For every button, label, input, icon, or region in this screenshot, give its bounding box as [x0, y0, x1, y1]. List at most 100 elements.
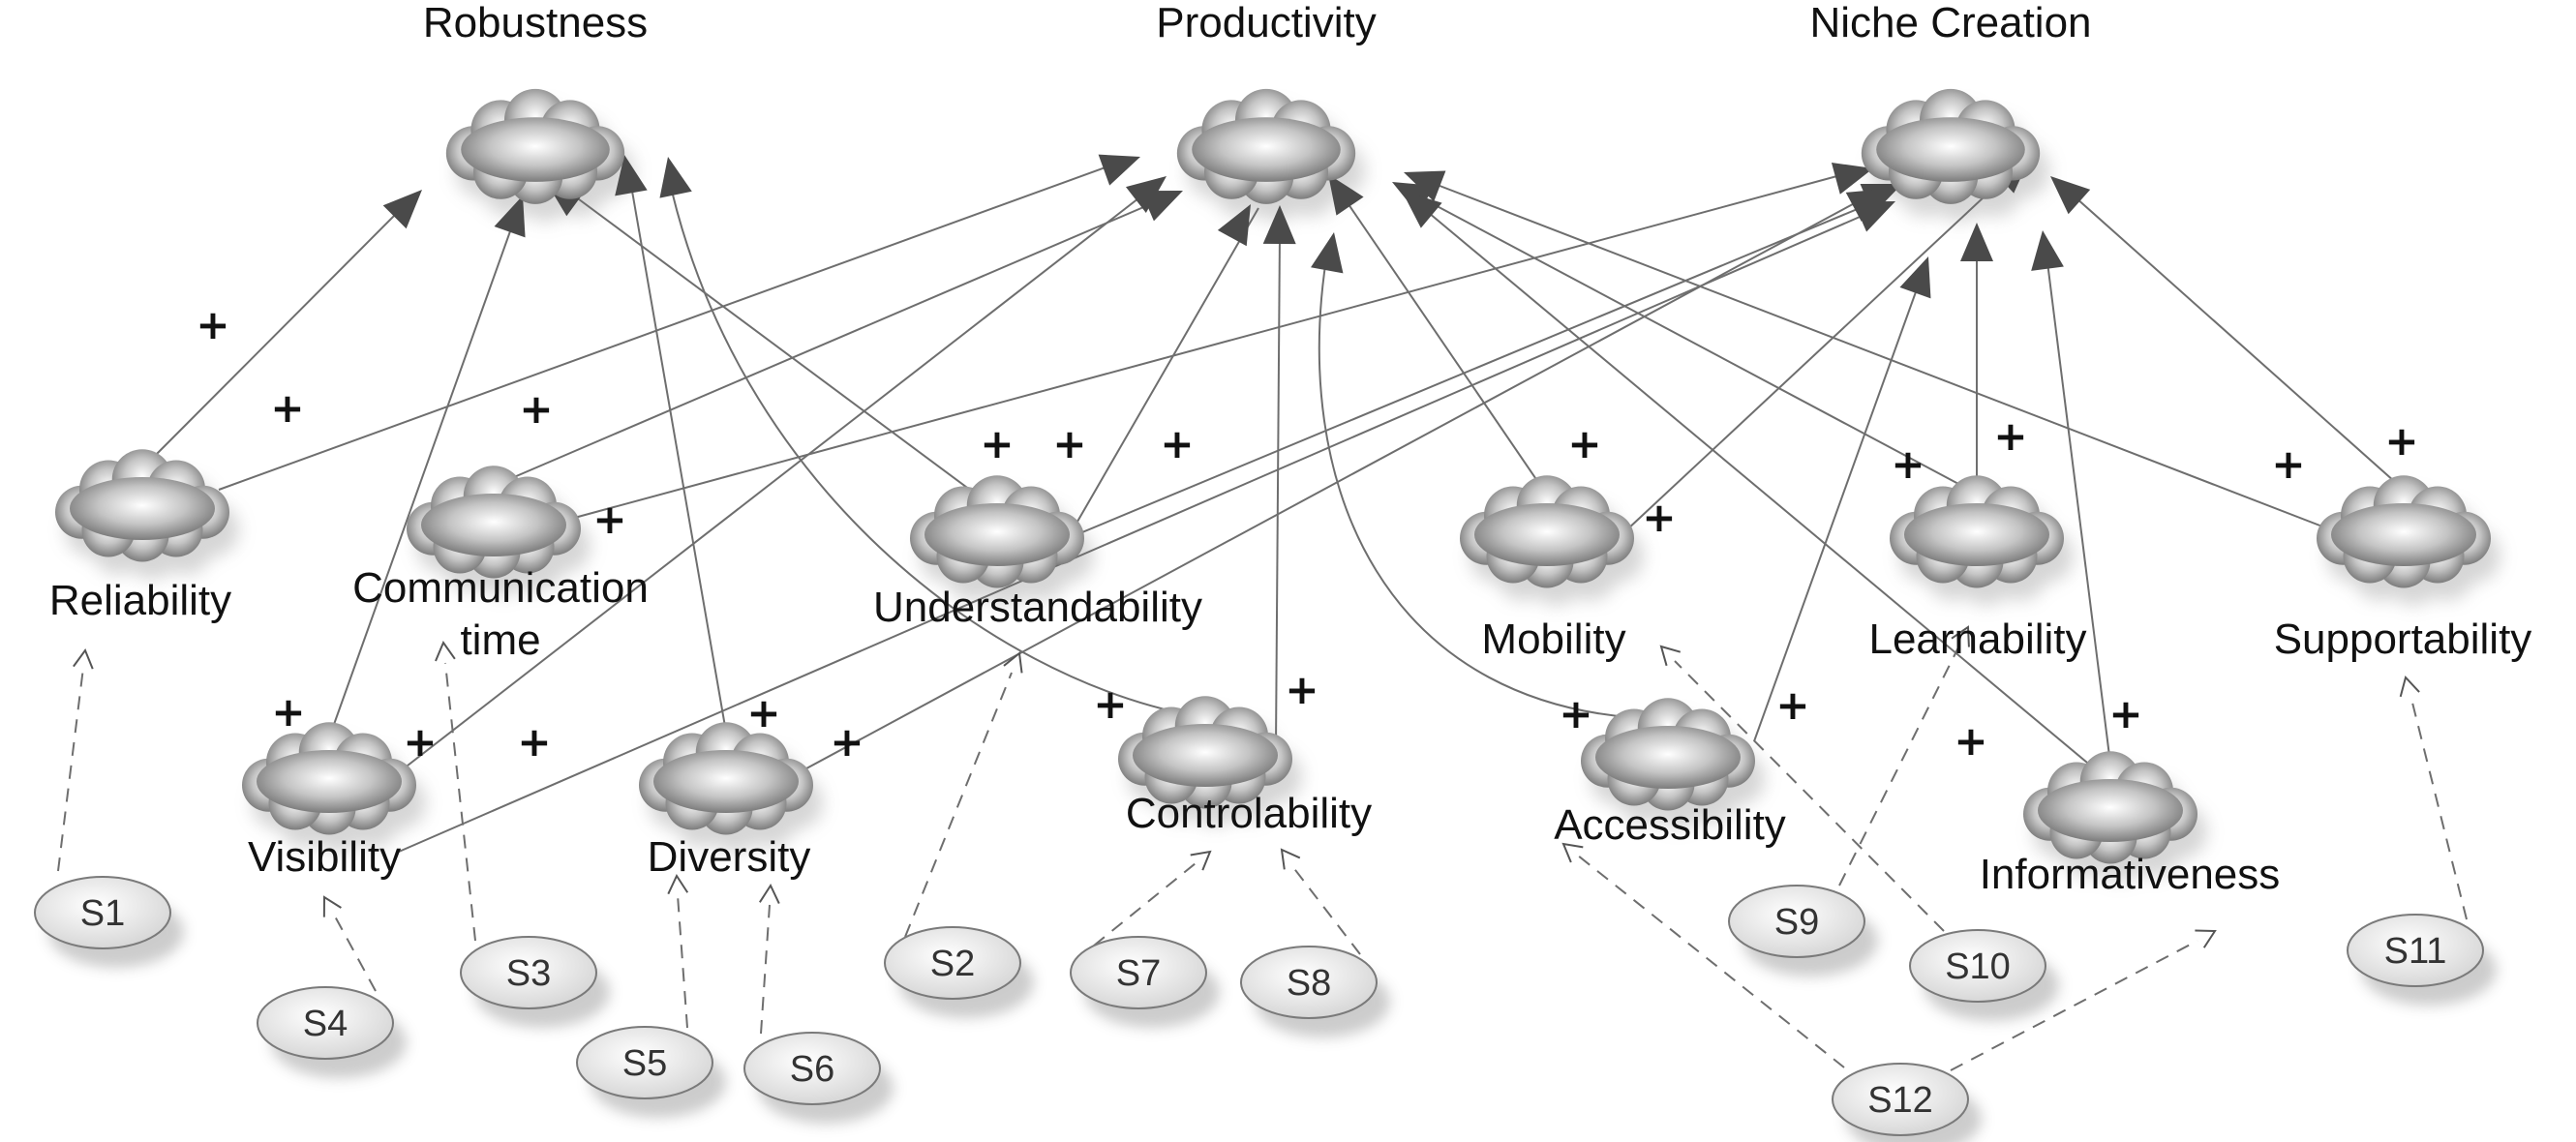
softgoal-label-communication-line1: Communication: [352, 564, 649, 612]
operationalization-link-s8-to-controlability: [1291, 865, 1361, 955]
contribution-label-reliability-to-robustness: +: [196, 301, 229, 348]
operationalization-arrowhead-s6-to-diversity: [759, 883, 780, 905]
contribution-label-understandability-to-robustness: +: [980, 420, 1014, 467]
contribution-arrowhead-reliability-to-productivity: [1098, 154, 1140, 186]
softgoal-label-reliability: Reliability: [49, 577, 231, 624]
contribution-arrowhead-supportability-to-productivity: [1404, 170, 1446, 202]
contribution-label-diversity-to-robustness: +: [746, 689, 780, 736]
contribution-link-understandability-to-productivity: [1070, 207, 1259, 534]
softgoal-label-controlability: Controlability: [1126, 790, 1372, 837]
contribution-label-mobility-to-productivity: +: [1567, 420, 1601, 467]
contribution-label-controlability-to-productivity: +: [1285, 666, 1318, 713]
contribution-link-mobility-to-niche: [1625, 168, 2015, 531]
softgoal-label-mobility: Mobility: [1481, 616, 1625, 663]
contribution-label-supportability-to-productivity: +: [2271, 440, 2305, 488]
contribution-arrowhead-visibility-to-robustness: [494, 195, 526, 238]
contribution-arrowhead-diversity-to-niche: [1845, 189, 1888, 222]
scenario-label-s6: S6: [790, 1049, 834, 1090]
contribution-arrowhead-controlability-to-productivity: [1262, 205, 1296, 245]
operationalization-link-s4-to-visibility: [333, 914, 377, 992]
operationalization-arrowhead-s9-to-learnability: [1951, 625, 1970, 647]
scenario-oval-s9: [1728, 885, 1865, 958]
operationalization-link-s12-to-accessibility: [1577, 855, 1845, 1068]
contribution-link-reliability-to-robustness: [142, 202, 408, 468]
operationalization-arrowhead-s3-to-communication: [435, 640, 456, 662]
nodes-layer: [34, 88, 2491, 1136]
contribution-link-visibility-to-robustness: [326, 217, 516, 744]
contribution-link-understandability-to-robustness: [570, 193, 979, 496]
contribution-link-supportability-to-niche: [2066, 189, 2405, 491]
operationalization-arrowhead-s7-to-controlability: [1190, 850, 1212, 871]
scenario-oval-s5: [576, 1026, 713, 1099]
contribution-arrowhead-visibility-to-productivity: [1125, 176, 1167, 213]
operationalization-link-s12-to-informativeness: [1950, 940, 2198, 1071]
contribution-label-informativeness-to-niche: +: [2108, 690, 2142, 737]
contribution-link-visibility-to-productivity: [398, 191, 1148, 773]
scenario-oval-s3: [460, 936, 597, 1009]
contribution-link-controlability-to-robustness: [667, 173, 1197, 717]
contribution-arrowhead-controlability-to-robustness: [659, 157, 692, 198]
scenario-label-s4: S4: [303, 1004, 348, 1044]
goal-title-robustness: Robustness: [423, 0, 648, 46]
contribution-link-mobility-to-productivity: [1337, 188, 1547, 495]
contribution-arrowhead-informativeness-to-niche: [2031, 230, 2064, 271]
scenario-label-s8: S8: [1287, 963, 1331, 1004]
scenario-label-s5: S5: [622, 1043, 667, 1084]
contribution-label-communication-to-niche: +: [592, 496, 626, 543]
contribution-link-accessibility-to-niche: [1753, 275, 1923, 742]
scenario-oval-s11: [2347, 914, 2484, 987]
softgoal-label-accessibility: Accessibility: [1554, 801, 1786, 849]
scenario-oval-s7: [1070, 936, 1207, 1009]
contribution-arrowhead-communication-to-niche: [1831, 162, 1873, 195]
operationalization-arrowhead-s4-to-visibility: [322, 895, 342, 917]
contribution-label-mobility-to-niche: +: [1642, 494, 1676, 541]
contribution-link-controlability-to-productivity: [1275, 231, 1281, 746]
contribution-label-informativeness-to-productivity: +: [1954, 717, 1987, 765]
scenario-label-s2: S2: [930, 944, 975, 984]
contribution-label-understandability-to-productivity: +: [1052, 420, 1086, 467]
contribution-label-controlability-to-robustness: +: [1093, 680, 1127, 728]
operationalization-arrowhead-s12-to-accessibility: [1561, 842, 1584, 863]
contribution-link-communication-to-productivity: [493, 193, 1176, 487]
scenario-oval-s4: [257, 986, 394, 1060]
scenario-label-s9: S9: [1774, 902, 1819, 943]
contribution-arrowhead-accessibility-to-productivity: [1311, 232, 1344, 274]
contribution-label-reliability-to-productivity: +: [270, 384, 304, 432]
scenario-label-s3: S3: [506, 953, 551, 994]
operationalization-link-s9-to-learnability: [1838, 643, 1961, 887]
contribution-arrowhead-informativeness-to-productivity: [1402, 191, 1442, 228]
contribution-link-informativeness-to-niche: [2045, 246, 2112, 772]
contribution-link-visibility-to-niche: [398, 210, 1874, 853]
links-layer: [57, 154, 2468, 1071]
contribution-label-learnability-to-niche: +: [1993, 412, 2027, 460]
contribution-link-communication-to-niche: [566, 173, 1845, 521]
contribution-link-learnability-to-productivity: [1412, 193, 1978, 495]
scenario-label-s1: S1: [80, 893, 125, 934]
softgoal-label-informativeness: Informativeness: [1980, 851, 2281, 898]
contribution-label-communication-to-productivity: +: [519, 385, 553, 433]
operationalization-arrowhead-s5-to-diversity: [667, 873, 689, 895]
softgoal-label-visibility: Visibility: [248, 833, 401, 881]
contribution-arrowhead-accessibility-to-niche: [1899, 256, 1931, 299]
operationalization-link-s7-to-controlability: [1093, 862, 1197, 947]
operationalization-arrowhead-s8-to-controlability: [1280, 848, 1301, 870]
contribution-arrowhead-reliability-to-robustness: [382, 190, 422, 229]
contribution-label-learnability-to-productivity: +: [1891, 440, 1924, 488]
operationalization-arrowhead-s11-to-supportability: [2399, 676, 2420, 698]
operationalization-arrowhead-s10-to-mobility: [1659, 645, 1682, 667]
contribution-label-diversity-to-niche: +: [830, 718, 864, 766]
scenario-oval-s2: [884, 926, 1021, 1000]
goal-title-niche: Niche Creation: [1809, 0, 2091, 46]
operationalization-arrowhead-s12-to-informativeness: [2195, 929, 2217, 948]
operationalization-link-s3-to-communication: [444, 662, 476, 942]
contribution-label-visibility-to-niche: +: [517, 718, 551, 766]
operationalization-arrowhead-s1-to-reliability: [73, 647, 94, 670]
operationalization-link-s11-to-supportability: [2409, 694, 2468, 920]
operationalization-link-s1-to-reliability: [57, 667, 84, 872]
contribution-arrowhead-diversity-to-robustness: [615, 155, 648, 196]
operationalization-arrowhead-s2-to-understandability: [1003, 651, 1023, 674]
contribution-link-informativeness-to-productivity: [1422, 207, 2094, 768]
softgoal-label-learnability: Learnability: [1868, 616, 2086, 663]
